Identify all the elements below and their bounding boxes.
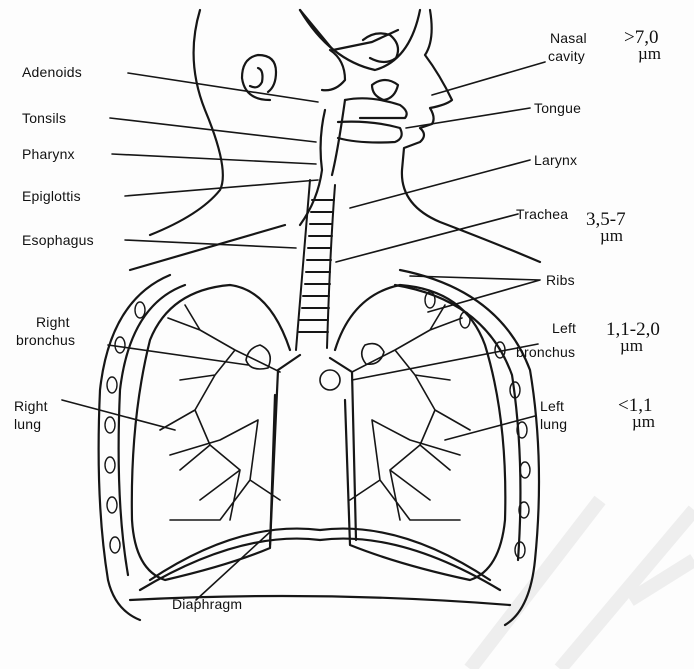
label-ribs: Ribs — [546, 272, 575, 288]
size-nasal-unit: µm — [624, 46, 661, 62]
head-outline — [130, 10, 540, 270]
label-tonsils: Tonsils — [22, 110, 66, 126]
label-esophagus: Esophagus — [22, 232, 94, 248]
label-tongue: Tongue — [534, 100, 581, 116]
label-diaphragm: Diaphragm — [172, 596, 242, 612]
label-pharynx: Pharynx — [22, 146, 75, 162]
left-lung-drawing — [330, 285, 505, 580]
size-nasal-cavity: >7,0 µm — [624, 30, 661, 62]
size-left-lung: <1,1 µm — [618, 398, 655, 430]
diaphragm-drawing — [140, 529, 500, 590]
label-right-lung-line1: Right — [14, 398, 48, 414]
size-trachea: 3,5-7 µm — [586, 212, 626, 244]
label-adenoids: Adenoids — [22, 64, 82, 80]
label-trachea: Trachea — [516, 206, 568, 222]
trachea-drawing — [296, 180, 335, 350]
label-larynx: Larynx — [534, 152, 577, 168]
label-right-bronchus-line2: bronchus — [16, 332, 75, 348]
label-left-bronchus-line1: Left — [552, 320, 576, 336]
label-right-lung-line2: lung — [14, 416, 41, 432]
size-trachea-unit: µm — [586, 228, 626, 244]
size-left-lung-unit: µm — [618, 414, 655, 430]
label-left-lung-line2: lung — [540, 416, 567, 432]
label-epiglottis: Epiglottis — [22, 188, 81, 204]
label-nasal-line1: Nasal — [550, 30, 587, 46]
label-left-bronchus-line2: bronchus — [516, 344, 575, 360]
size-left-bronchus-unit: µm — [606, 338, 660, 354]
label-left-lung-line1: Left — [540, 398, 564, 414]
right-lung-drawing — [132, 285, 300, 580]
label-right-bronchus-line1: Right — [36, 314, 70, 330]
label-nasal-line2: cavity — [548, 48, 585, 64]
bronchial-tree — [160, 305, 470, 520]
size-left-bronchus: 1,1-2,0 µm — [606, 322, 660, 354]
